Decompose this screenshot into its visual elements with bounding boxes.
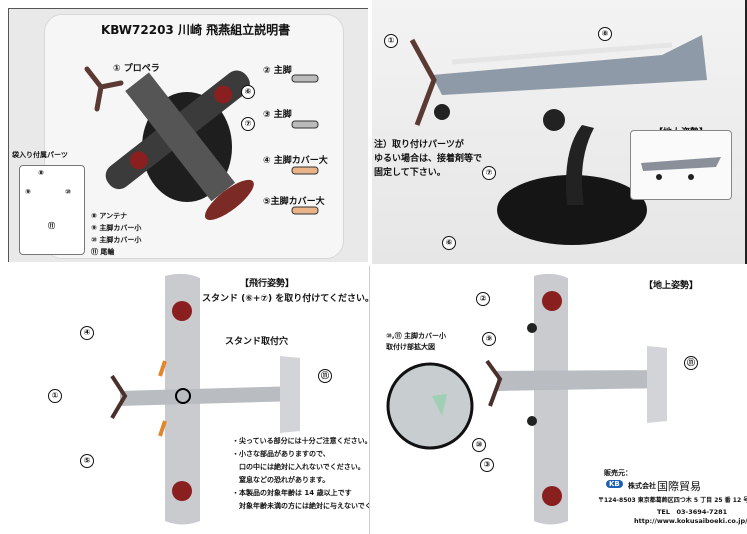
callout-5: ⑤: [80, 454, 94, 468]
callout-11: ⑪: [684, 356, 698, 370]
flight-instruction: スタンド (⑥+⑦) を取り付けてください。: [202, 294, 370, 304]
part-8-label: ⑧ アンテナ: [91, 212, 128, 220]
note-line-3: 固定して下さい。: [374, 168, 446, 178]
note-line-1: 注）取り付けパーツが: [374, 140, 464, 150]
stand-photo: ① ⑧ 注）取り付けパーツが ゆるい場合は、接着剤等で 固定して下さい。 ⑦ ⑥…: [372, 0, 747, 264]
callout-8: ⑧: [598, 27, 612, 41]
company-prefix: 株式会社: [628, 482, 656, 490]
warning-3: 口の中には絶対に入れないでください。: [232, 463, 365, 471]
document-title: KBW72203 川崎 飛燕組立説明書: [101, 23, 291, 37]
flight-pose-section: 【飛行姿勢】 スタンド (⑥+⑦) を取り付けてください。 スタンド取付穴 ④ …: [0, 266, 370, 534]
bag-callout-10: ⑩: [65, 188, 71, 196]
ground-pose-section: 【地上姿勢】 ⑩,⑪ 主脚カバー小 取付け部拡大図 ② ⑨ ⑩ ③ ⑪ 販売元：…: [372, 266, 747, 534]
package-contents-illustration: [84, 66, 319, 221]
warning-4: 窒息などの恐れがあります。: [232, 476, 330, 484]
warning-1: ・尖っている部分には十分ご注意ください。: [232, 437, 370, 445]
company-url[interactable]: http://www.kokusaiboeki.co.jp/: [634, 517, 747, 525]
company-logo: KB: [606, 480, 623, 488]
propeller: [84, 66, 124, 112]
airplane-underside-ground: [386, 273, 667, 525]
part-5-label: ⑤主脚カバー大: [263, 197, 325, 207]
callout-1: ①: [384, 34, 398, 48]
bag-callout-11: ⑪: [48, 222, 55, 230]
part-2-label: ② 主脚: [263, 66, 292, 76]
flight-pose-label: 【飛行姿勢】: [240, 279, 295, 289]
warning-6: 対象年齢未満の方には絶対に与えないでください。: [238, 502, 369, 510]
ground-pose-label-bottom: 【地上姿勢】: [644, 281, 699, 291]
seller-label: 販売元：: [604, 469, 632, 477]
callout-2: ②: [476, 292, 490, 306]
detail-magnifier: [386, 362, 474, 450]
package-photo: KBW72203 川崎 飛燕組立説明書 ① プロペラ ② 主脚 ③ 主脚 ④ 主…: [8, 8, 368, 262]
part-4-label: ④ 主脚カバー大: [263, 156, 328, 166]
note-line-2: ゆるい場合は、接着剤等で: [374, 154, 483, 164]
callout-7: ⑦: [241, 117, 255, 131]
airplane-top: [105, 70, 254, 221]
callout-1: ①: [48, 389, 62, 403]
stand-hole-label: スタンド取付穴: [225, 337, 289, 347]
airplane-underside-flight: [110, 273, 300, 525]
ground-pose-inset: [630, 130, 732, 200]
callout-11: ⑪: [318, 369, 332, 383]
callout-6: ⑥: [442, 236, 456, 250]
bag-callout-9: ⑨: [25, 188, 31, 196]
callout-3: ③: [480, 458, 494, 472]
company-tel: TEL 03-3694-7281: [657, 508, 728, 516]
airplane-on-stand: [409, 35, 707, 245]
company-name: 国際貿易: [657, 480, 701, 493]
part-11-label: ⑪ 尾輪: [91, 248, 115, 256]
callout-9: ⑨: [482, 332, 496, 346]
warning-5: ・本製品の対象年齢は 14 歳以上です: [232, 489, 352, 497]
callout-7: ⑦: [482, 166, 496, 180]
part-9-label: ⑨ 主脚カバー小: [91, 224, 142, 232]
bag-parts-box: ⑧ ⑨ ⑩ ⑪: [19, 165, 85, 255]
part-10-label: ⑩ 主脚カバー小: [91, 236, 142, 244]
callout-10: ⑩: [472, 438, 486, 452]
bag-parts-title: 袋入り付属パーツ: [12, 151, 68, 159]
company-address: 〒124-8503 東京都葛飾区四つ木 5 丁目 25 番 12 号: [598, 497, 747, 504]
callout-4: ④: [80, 326, 94, 340]
detail-label-1: ⑩,⑪ 主脚カバー小: [386, 332, 447, 340]
detail-label-2: 取付け部拡大図: [386, 343, 435, 351]
part-3-label: ③ 主脚: [263, 110, 292, 120]
callout-6: ⑥: [241, 85, 255, 99]
part-1-label: ① プロペラ: [113, 64, 160, 74]
bag-callout-8: ⑧: [38, 169, 44, 177]
warning-2: ・小さな部品がありますので、: [232, 450, 330, 458]
